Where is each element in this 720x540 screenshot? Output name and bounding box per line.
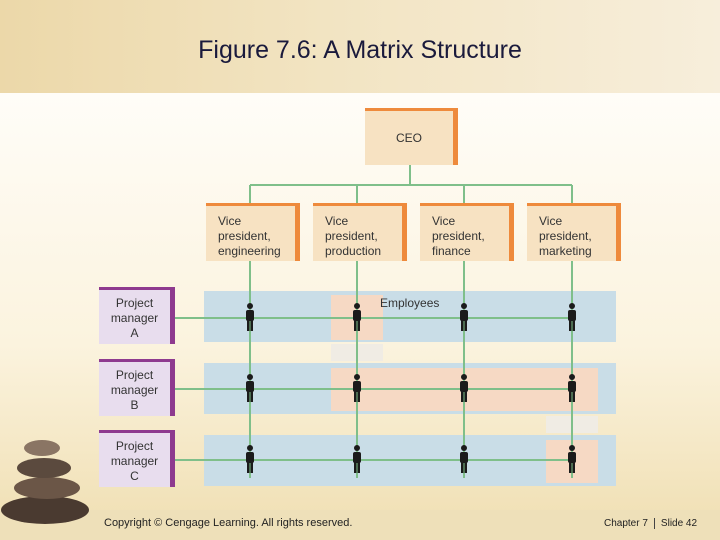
- header-band: [0, 0, 720, 93]
- vp-marketing-line2: president,: [539, 229, 592, 243]
- employee-person-icon: [568, 303, 576, 331]
- employee-person-icon: [460, 374, 468, 402]
- vp-production-line1: Vice: [325, 214, 349, 228]
- employee-person-icon: [353, 445, 361, 473]
- employees-label: Employees: [380, 296, 440, 310]
- stone-mid-2: [14, 477, 80, 499]
- employee-person-icon: [246, 303, 254, 331]
- pm-b-line2: manager: [110, 383, 159, 397]
- project-manager-c-box: Project manager C: [99, 430, 175, 487]
- employee-person-icon: [460, 303, 468, 331]
- employee-person-icon: [353, 303, 361, 331]
- vp-finance-box: Vice president, finance: [420, 203, 514, 261]
- employee-person-icon: [353, 374, 361, 402]
- pm-c-line3: C: [130, 469, 139, 483]
- pm-b-line3: B: [130, 398, 139, 412]
- pm-b-line1: Project: [115, 368, 154, 382]
- project-manager-b-box: Project manager B: [99, 359, 175, 416]
- vp-marketing-line1: Vice: [539, 214, 563, 228]
- stone-bottom: [1, 496, 89, 524]
- vp-production-line3: production: [325, 244, 382, 258]
- copyright-text: Copyright © Cengage Learning. All rights…: [104, 517, 353, 529]
- pm-a-line1: Project: [115, 296, 154, 310]
- employee-person-icon: [568, 374, 576, 402]
- pm-c-line1: Project: [115, 439, 154, 453]
- vp-engineering-line2: president,: [218, 229, 271, 243]
- pm-c-line2: manager: [110, 454, 159, 468]
- vp-finance-line3: finance: [432, 244, 471, 258]
- stacked-stones-decoration: [1, 440, 89, 524]
- ceo-box: CEO: [365, 108, 458, 165]
- footer-band: [0, 510, 720, 540]
- project-manager-a-box: Project manager A: [99, 287, 175, 344]
- pm-a-line3: A: [130, 326, 139, 340]
- stone-top: [24, 440, 60, 456]
- slide-title: Figure 7.6: A Matrix Structure: [198, 36, 522, 64]
- employee-person-icon: [568, 445, 576, 473]
- vp-finance-line1: Vice: [432, 214, 456, 228]
- ceo-label: CEO: [395, 130, 422, 145]
- chapter-label: Chapter 7: [604, 518, 648, 529]
- stone-mid-1: [17, 458, 71, 478]
- pm-a-line2: manager: [110, 311, 159, 325]
- vp-finance-line2: president,: [432, 229, 485, 243]
- vp-engineering-line3: engineering: [218, 244, 281, 258]
- employee-person-icon: [246, 374, 254, 402]
- vp-marketing-line3: marketing: [539, 244, 592, 258]
- vp-engineering-line1: Vice: [218, 214, 242, 228]
- project-band-a: [204, 291, 616, 342]
- slide-number: Slide 42: [660, 518, 698, 529]
- vp-production-line2: president,: [325, 229, 378, 243]
- vp-production-box: Vice president, production: [313, 203, 407, 261]
- vp-marketing-box: Vice president, marketing: [527, 203, 621, 261]
- separator: [653, 518, 655, 529]
- employee-person-icon: [460, 445, 468, 473]
- chapter-slide-info: Chapter 7 Slide 42: [604, 518, 697, 529]
- vp-engineering-box: Vice president, engineering: [206, 203, 300, 261]
- employee-person-icon: [246, 445, 254, 473]
